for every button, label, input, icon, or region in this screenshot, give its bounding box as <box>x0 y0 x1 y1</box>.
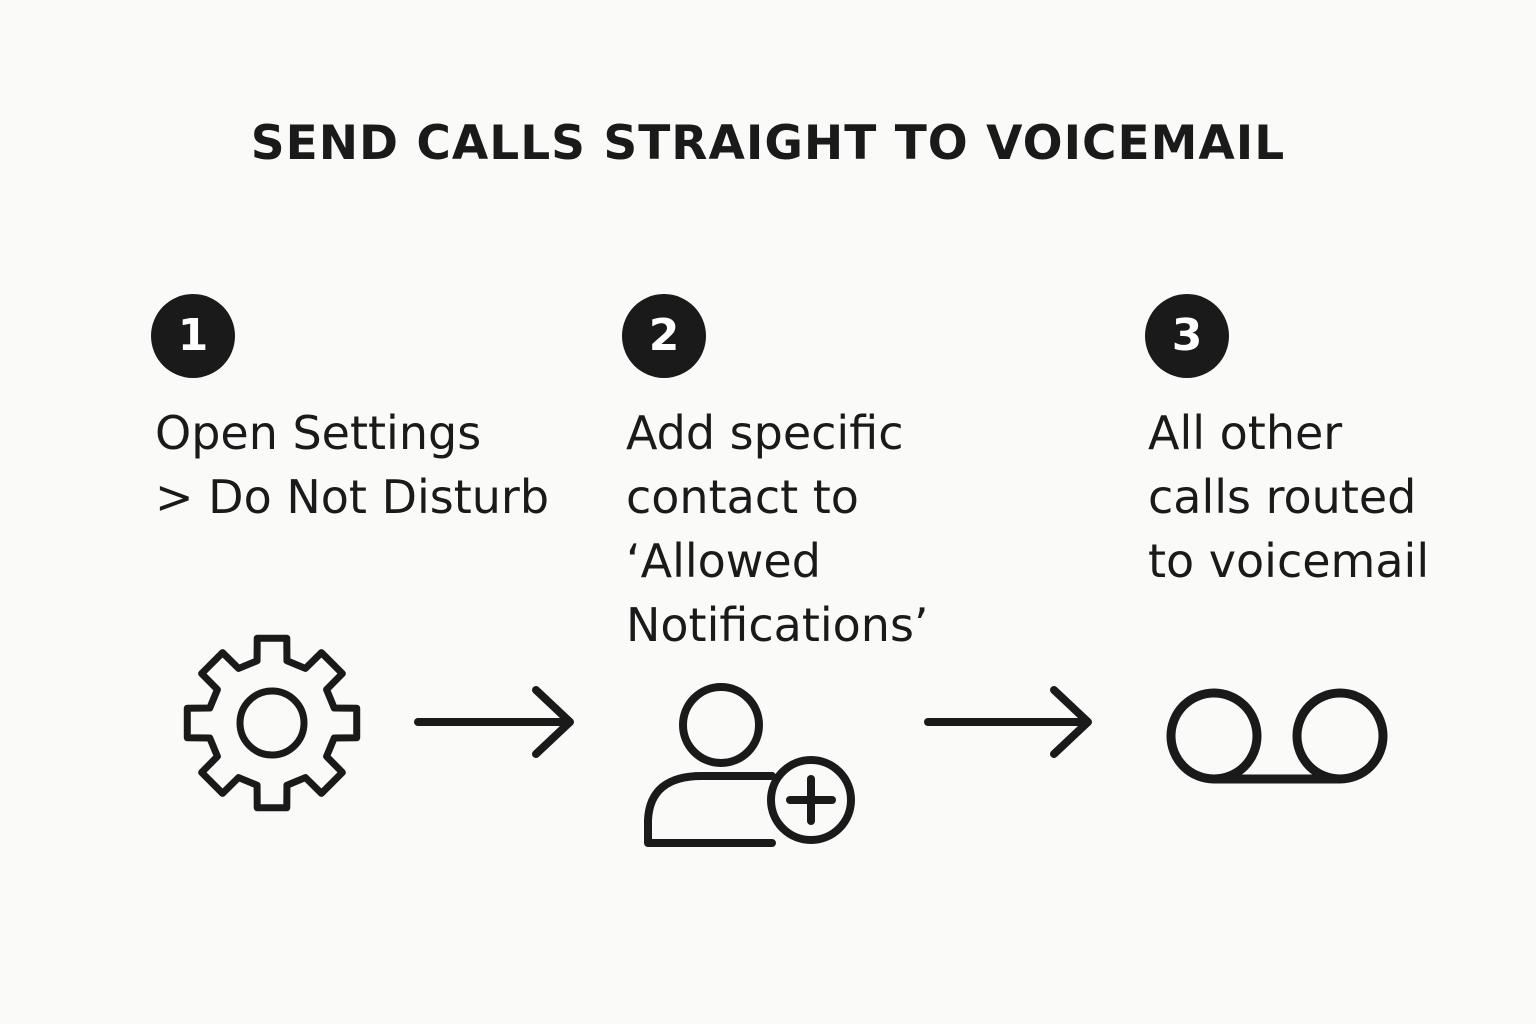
step-2-line-3: ‘Allowed <box>626 534 821 588</box>
step-1-text: Open Settings > Do Not Disturb <box>155 401 549 529</box>
step-2-line-4: Notifications’ <box>626 598 929 652</box>
step-3-line-2: calls routed <box>1148 470 1417 524</box>
arrow-right-icon <box>412 684 582 764</box>
step-2-text: Add specific contact to ‘Allowed Notific… <box>626 401 929 657</box>
step-2-line-1: Add specific <box>626 406 904 460</box>
step-3-line-1: All other <box>1148 406 1343 460</box>
step-3-text: All other calls routed to voicemail <box>1148 401 1429 593</box>
step-2-badge: 2 <box>622 294 706 378</box>
step-1-line-1: Open Settings <box>155 406 482 460</box>
step-1-badge: 1 <box>151 294 235 378</box>
gear-icon <box>178 632 368 814</box>
diagram-title: SEND CALLS STRAIGHT TO VOICEMAIL <box>250 116 1286 171</box>
step-3-line-3: to voicemail <box>1148 534 1430 588</box>
step-2-line-2: contact to <box>626 470 859 524</box>
step-3-badge: 3 <box>1145 294 1229 378</box>
voicemail-icon <box>1164 684 1390 788</box>
step-1-line-2: > Do Not Disturb <box>155 470 550 524</box>
add-contact-icon <box>640 680 860 850</box>
arrow-right-icon <box>922 684 1102 764</box>
